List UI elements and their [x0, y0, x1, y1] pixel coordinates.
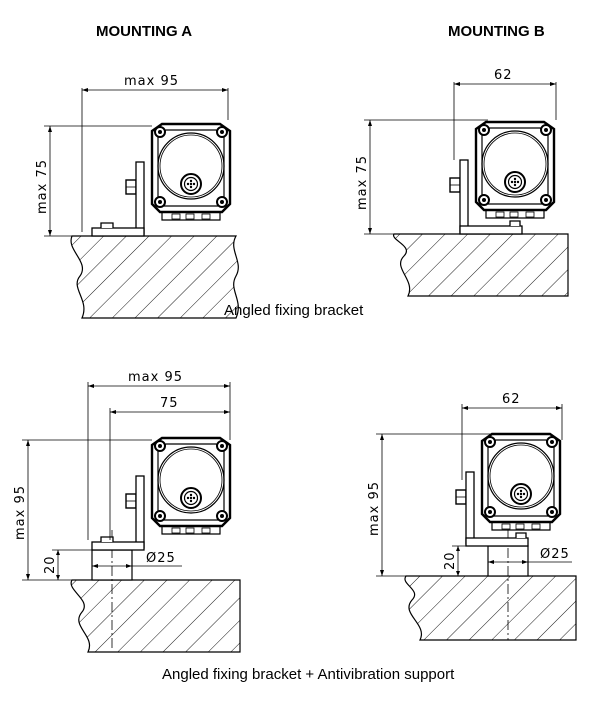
- panel-mounting-a-antivibration: max 95 75 max 95 20 Ø25: [13, 370, 241, 653]
- sensor-drawing: [448, 120, 556, 236]
- dim-support-height-label: 20: [43, 555, 58, 574]
- ground-hatch: [404, 575, 577, 641]
- panel-mounting-b-bracket: 62 max 75: [355, 68, 569, 297]
- dim-support-height-label: 20: [443, 551, 458, 570]
- panel-mounting-b-antivibration: 62 max 95 20 Ø25: [367, 392, 577, 641]
- dim-height-label: max 75: [35, 159, 50, 214]
- caption-bracket-antivibration: Angled fixing bracket + Antivibration su…: [162, 666, 455, 683]
- sensor-drawing: [90, 436, 232, 552]
- dim-height-label: max 75: [355, 155, 370, 210]
- dim-outer-width-label: max 95: [128, 370, 183, 385]
- dim-width-label: 62: [502, 392, 521, 407]
- caption-bracket: Angled fixing bracket: [224, 302, 364, 319]
- dim-height-label: max 95: [367, 481, 382, 536]
- dim-inner-width-label: 75: [160, 396, 179, 411]
- dim-support-diameter-label: Ø25: [540, 547, 570, 562]
- heading-mounting-a: MOUNTING A: [96, 23, 192, 40]
- ground-hatch: [393, 233, 569, 297]
- ground-hatch: [70, 579, 241, 653]
- sensor-drawing: [90, 122, 232, 238]
- dim-width-label: max 95: [124, 74, 179, 89]
- sensor-drawing: [454, 432, 562, 548]
- panel-mounting-a-bracket: max 95 max 75: [35, 74, 239, 319]
- ground-hatch: [70, 235, 239, 319]
- dim-support-diameter-label: Ø25: [146, 551, 176, 566]
- heading-mounting-b: MOUNTING B: [448, 23, 545, 40]
- dim-height-label: max 95: [13, 485, 28, 540]
- dim-width-label: 62: [494, 68, 513, 83]
